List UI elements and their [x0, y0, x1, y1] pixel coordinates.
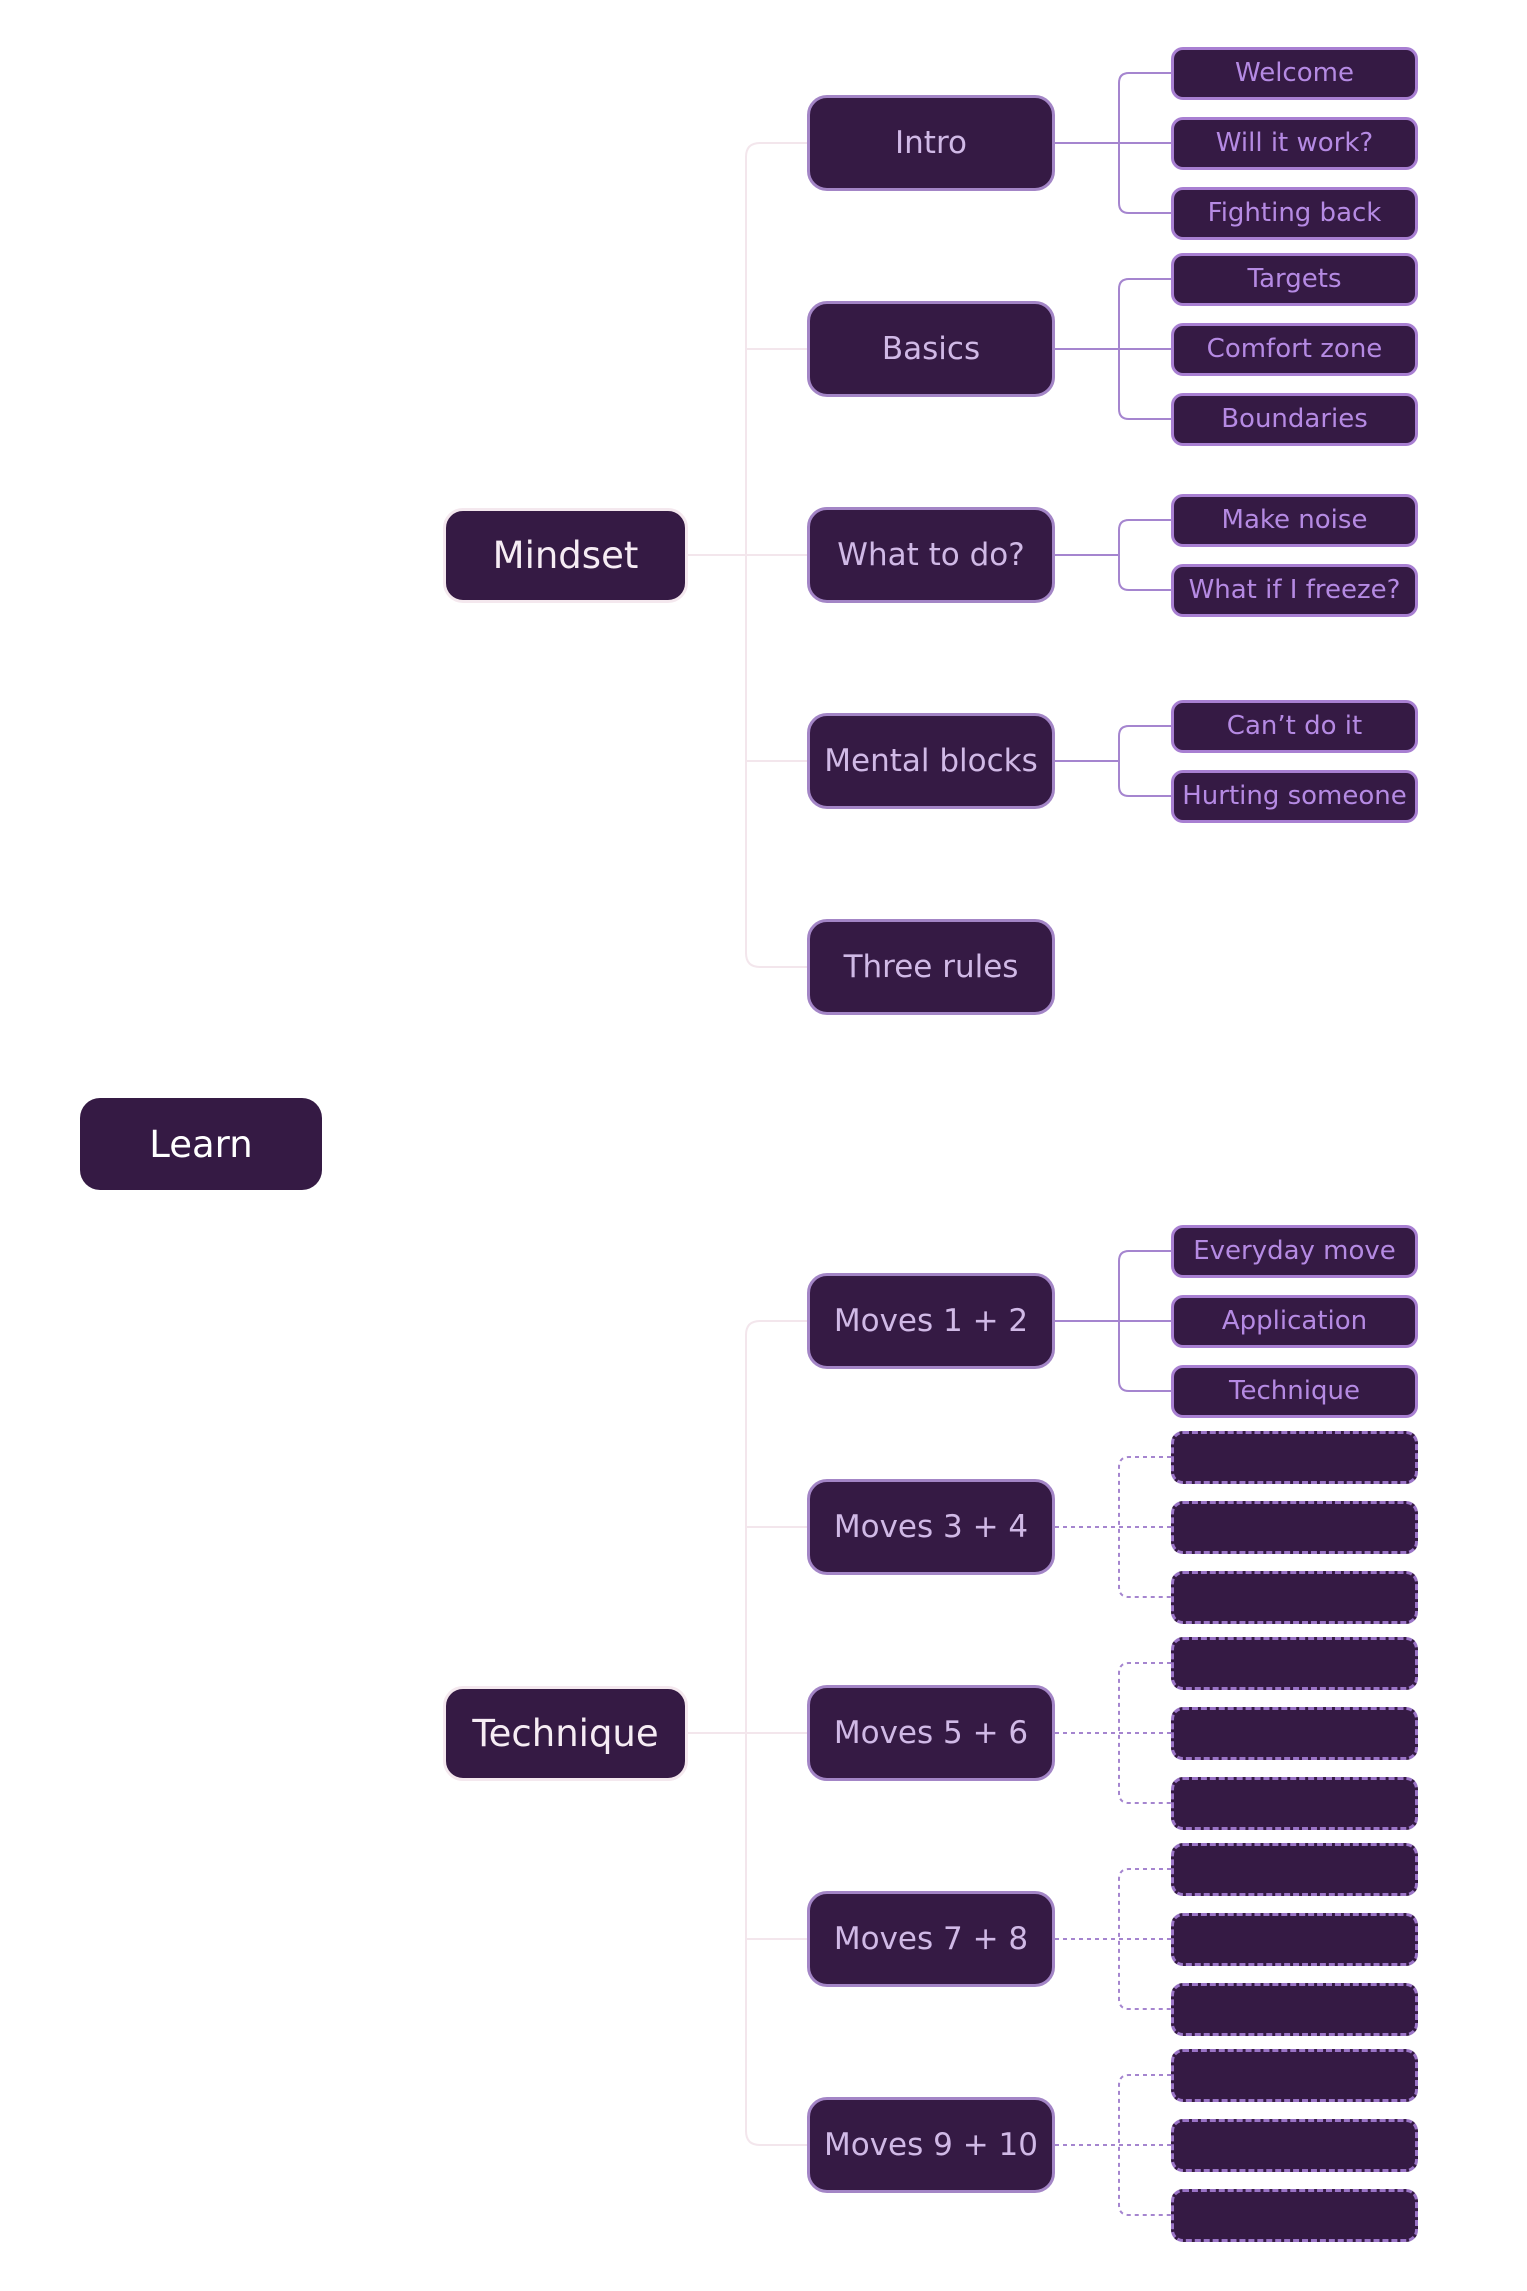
placeholder-leaf-node[interactable]: [1171, 1706, 1418, 1760]
topic-node-basics[interactable]: Basics: [807, 301, 1055, 397]
placeholder-leaf-node[interactable]: [1171, 1776, 1418, 1830]
leaf-bus-what-to-do: [1118, 519, 1171, 591]
leaf-node-boundaries[interactable]: Boundaries: [1171, 392, 1418, 446]
leaf-node-everyday-move[interactable]: Everyday move: [1171, 1224, 1418, 1278]
topic-node-intro[interactable]: Intro: [807, 95, 1055, 191]
leaf-node-welcome[interactable]: Welcome: [1171, 46, 1418, 100]
topic-node-moves-9-10[interactable]: Moves 9 + 10: [807, 2097, 1055, 2193]
placeholder-leaf-node[interactable]: [1171, 2118, 1418, 2172]
placeholder-leaf-node[interactable]: [1171, 1982, 1418, 2036]
topic-node-moves-1-2[interactable]: Moves 1 + 2: [807, 1273, 1055, 1369]
branch-node-mindset[interactable]: Mindset: [443, 507, 688, 603]
placeholder-leaf-node[interactable]: [1171, 1570, 1418, 1624]
leaf-node-application[interactable]: Application: [1171, 1294, 1418, 1348]
branch-node-technique[interactable]: Technique: [443, 1685, 688, 1781]
leaf-node-fighting-back[interactable]: Fighting back: [1171, 186, 1418, 240]
leaf-node-what-if-i-freeze[interactable]: What if I freeze?: [1171, 563, 1418, 617]
leaf-node-can-t-do-it[interactable]: Can’t do it: [1171, 699, 1418, 753]
leaf-node-technique[interactable]: Technique: [1171, 1364, 1418, 1418]
placeholder-leaf-node[interactable]: [1171, 2048, 1418, 2102]
leaf-node-will-it-work[interactable]: Will it work?: [1171, 116, 1418, 170]
leaf-node-make-noise[interactable]: Make noise: [1171, 493, 1418, 547]
placeholder-leaf-node[interactable]: [1171, 1912, 1418, 1966]
placeholder-leaf-node[interactable]: [1171, 1636, 1418, 1690]
placeholder-leaf-node[interactable]: [1171, 1842, 1418, 1896]
placeholder-leaf-node[interactable]: [1171, 1500, 1418, 1554]
root-node-learn[interactable]: Learn: [80, 1098, 322, 1190]
leaf-bus-mental-blocks: [1118, 725, 1171, 797]
topic-node-mental-blocks[interactable]: Mental blocks: [807, 713, 1055, 809]
leaf-node-comfort-zone[interactable]: Comfort zone: [1171, 322, 1418, 376]
topic-node-moves-3-4[interactable]: Moves 3 + 4: [807, 1479, 1055, 1575]
topic-node-three-rules[interactable]: Three rules: [807, 919, 1055, 1015]
topic-node-what-to-do[interactable]: What to do?: [807, 507, 1055, 603]
leaf-node-targets[interactable]: Targets: [1171, 252, 1418, 306]
topic-node-moves-5-6[interactable]: Moves 5 + 6: [807, 1685, 1055, 1781]
topic-node-moves-7-8[interactable]: Moves 7 + 8: [807, 1891, 1055, 1987]
leaf-node-hurting-someone[interactable]: Hurting someone: [1171, 769, 1418, 823]
placeholder-leaf-node[interactable]: [1171, 2188, 1418, 2242]
placeholder-leaf-node[interactable]: [1171, 1430, 1418, 1484]
